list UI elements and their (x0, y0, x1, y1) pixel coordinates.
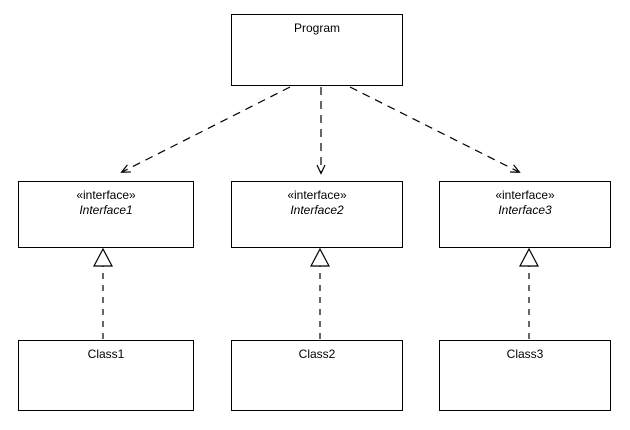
node-class2[interactable]: Class2 (231, 340, 403, 411)
node-interface1-labels: «interface» Interface1 (19, 188, 193, 218)
realization-class3-to-interface3 (519, 247, 539, 339)
node-interface3-labels: «interface» Interface3 (440, 188, 610, 218)
node-program-name: Program (293, 21, 340, 35)
realization-class1-to-interface1 (93, 247, 113, 339)
node-interface1-stereotype: «interface» (76, 188, 136, 202)
node-program-labels: Program (232, 21, 402, 36)
node-class3-labels: Class3 (440, 347, 610, 362)
node-interface2-labels: «interface» Interface2 (232, 188, 402, 218)
node-class3[interactable]: Class3 (439, 340, 611, 411)
node-interface2-stereotype: «interface» (287, 188, 347, 202)
node-class2-labels: Class2 (232, 347, 402, 362)
node-interface3-stereotype: «interface» (495, 188, 555, 202)
node-interface1[interactable]: «interface» Interface1 (18, 181, 194, 248)
node-class1[interactable]: Class1 (18, 340, 194, 411)
node-class1-labels: Class1 (19, 347, 193, 362)
node-interface2-name: Interface2 (290, 203, 344, 217)
dependency-program-to-interface1 (120, 86, 291, 173)
node-interface3-name: Interface3 (498, 203, 552, 217)
node-interface2[interactable]: «interface» Interface2 (231, 181, 403, 248)
node-class2-name: Class2 (298, 347, 336, 361)
node-interface1-name: Interface1 (79, 203, 133, 217)
node-class1-name: Class1 (87, 347, 125, 361)
node-interface3[interactable]: «interface» Interface3 (439, 181, 611, 248)
node-program[interactable]: Program (231, 14, 403, 86)
dependency-program-to-interface3 (349, 86, 521, 173)
node-class3-name: Class3 (506, 347, 544, 361)
realization-class2-to-interface2 (310, 247, 330, 339)
